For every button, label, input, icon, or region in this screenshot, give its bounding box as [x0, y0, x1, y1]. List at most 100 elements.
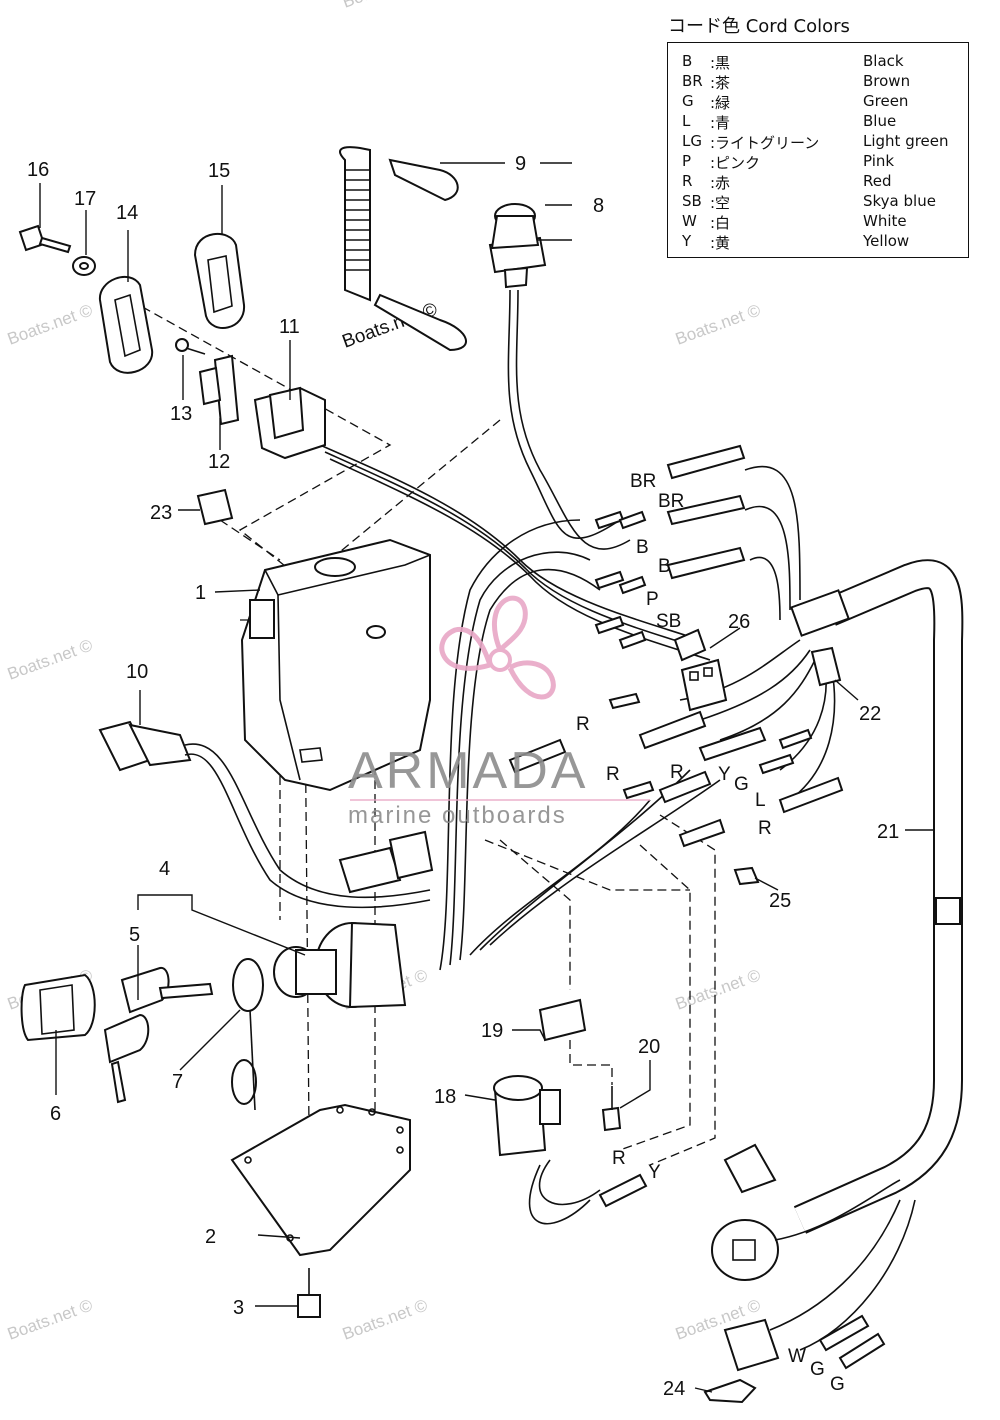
legend-jp: :茶: [710, 74, 731, 92]
callout-4: 4: [159, 858, 170, 880]
legend-code: R: [682, 172, 693, 190]
legend-en: Skya blue: [863, 192, 936, 210]
legend-row: LG :ライトグリーン Light green: [668, 132, 968, 152]
callout-2: 2: [205, 1226, 216, 1248]
wire-label: G: [810, 1359, 825, 1380]
part-19-bracket: [538, 998, 587, 1042]
part-7-nut: [231, 958, 264, 1111]
part-3-screw: [297, 1268, 321, 1318]
wire-label: BR: [630, 471, 656, 492]
brand-name: ARMADA: [348, 742, 588, 800]
part-13-screw: [175, 338, 206, 355]
part-6-cap: [20, 973, 96, 1042]
wire-labels: BR BR B B P SB R R R Y G L R R Y W G G: [576, 471, 845, 1395]
watermark-text: Boats.net ©: [340, 0, 431, 12]
legend-en: Red: [863, 172, 892, 190]
part-5-keys: [103, 967, 214, 1104]
callout-23: 23: [150, 502, 172, 524]
callout-21: 21: [877, 821, 899, 843]
callout-8: 8: [593, 195, 604, 217]
callout-22: 22: [859, 703, 881, 725]
watermark-text: Boats.net ©: [340, 1295, 431, 1343]
callout-18: 18: [434, 1086, 456, 1108]
legend-jp: :ライトグリーン: [710, 134, 820, 152]
callout-25: 25: [769, 890, 791, 912]
wire-label: B: [658, 556, 671, 577]
legend-jp: :空: [710, 194, 731, 212]
callout-9: 9: [515, 153, 526, 175]
legend-row: L :青 Blue: [668, 112, 968, 132]
wire-label: R: [606, 764, 620, 785]
part-20-screw: [601, 1086, 622, 1132]
wire-label: R: [670, 762, 684, 783]
part-14-grommet: [98, 275, 154, 374]
part-17-washer: [72, 256, 96, 276]
callout-12: 12: [208, 451, 230, 473]
legend-row: W :白 White: [668, 212, 968, 232]
part-16-bolt: [18, 224, 72, 254]
callout-13: 13: [170, 403, 192, 425]
legend-code: W: [682, 212, 697, 230]
cord-colors-title: コード色 Cord Colors: [668, 16, 850, 37]
legend-en: Yellow: [863, 232, 910, 250]
callout-26: 26: [728, 611, 750, 633]
part-9-lanyard: [339, 146, 467, 352]
bullet-terminals: [508, 444, 886, 1370]
part-23-label: [196, 488, 234, 526]
part-25-clip: [733, 866, 760, 886]
legend-row: P :ピンク Pink: [668, 152, 968, 172]
brand-tagline: marine outboards: [348, 802, 567, 829]
legend-row: R :赤 Red: [668, 172, 968, 192]
part-2-plate: [230, 1103, 411, 1257]
wire-label: B: [636, 537, 649, 558]
callout-15: 15: [208, 160, 230, 182]
connector-couplers-upper: [338, 830, 434, 894]
legend-code: LG: [682, 132, 702, 150]
wire-label: Y: [718, 764, 731, 785]
legend-code: BR: [682, 72, 703, 90]
wire-label: L: [755, 790, 766, 811]
legend-jp: :青: [710, 114, 731, 132]
callout-16: 16: [27, 159, 49, 181]
legend-jp: :白: [710, 214, 731, 232]
legend-code: P: [682, 152, 692, 170]
callouts: 1 2 3 4 5 6 7 8 9 10 11 12 13 14 15 16 1…: [27, 153, 899, 1400]
watermark-text: Boats.net ©: [5, 635, 96, 683]
wire-label: R: [576, 714, 590, 735]
legend-code: L: [682, 112, 691, 130]
legend-jp: :赤: [710, 174, 731, 192]
callout-19: 19: [481, 1020, 503, 1042]
legend-jp: :黄: [710, 234, 731, 252]
part-11-switch: [253, 386, 326, 460]
part-4-main-switch: [273, 921, 407, 1009]
wire-label: R: [612, 1148, 626, 1169]
wire-label: R: [758, 818, 772, 839]
part-26-coupler: [673, 628, 728, 712]
callout-6: 6: [50, 1103, 61, 1125]
wire-label: BR: [658, 491, 684, 512]
part-8-stop-switch: [488, 203, 547, 289]
callout-14: 14: [116, 202, 138, 224]
legend-jp: :ピンク: [710, 154, 761, 172]
watermark-text: Boats.net ©: [673, 965, 764, 1013]
legend-en: Blue: [863, 112, 897, 130]
legend-code: G: [682, 92, 694, 110]
callout-24: 24: [663, 1378, 685, 1400]
watermark-text: Boats.net ©: [5, 300, 96, 348]
legend-en: Green: [863, 92, 909, 110]
legend-en: Light green: [863, 132, 949, 150]
wire-label: G: [734, 774, 749, 795]
callout-1: 1: [195, 582, 206, 604]
callout-7: 7: [172, 1071, 183, 1093]
callout-20: 20: [638, 1036, 660, 1058]
legend-en: Pink: [863, 152, 895, 170]
legend-en: Black: [863, 52, 904, 70]
watermark-text: Boats.net ©: [5, 1295, 96, 1343]
wire-label: P: [646, 589, 659, 610]
legend-en: White: [863, 212, 907, 230]
wire-label: Y: [648, 1162, 661, 1183]
